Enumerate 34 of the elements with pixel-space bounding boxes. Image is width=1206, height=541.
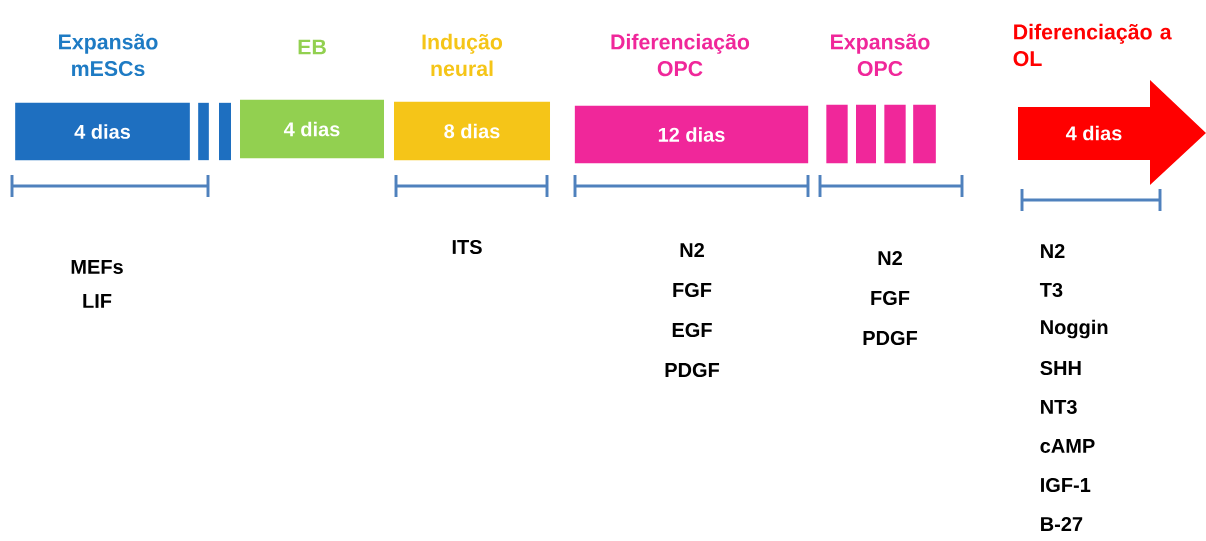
bar [219, 102, 231, 161]
factor-label: LIF [83, 294, 112, 308]
stage-heading: Expansão OPC [831, 33, 930, 77]
stage-heading: Diferenciação OPC [611, 33, 750, 77]
factor-label: Noggin [1041, 319, 1108, 339]
factor-label: EGF [672, 322, 712, 338]
stage-heading: Diferenciação a OL [1013, 23, 1172, 67]
factor-label: T3 [1039, 282, 1063, 298]
factor-label: B-27 [1041, 517, 1083, 531]
timeline-bar: 4 dias [240, 99, 384, 159]
factor-label: N2 [1041, 244, 1065, 258]
factor-label: ITS [452, 239, 482, 255]
factor-label: FGF [673, 282, 712, 298]
factor-label: MEFs [71, 260, 123, 274]
timeline-bar: 12 dias [574, 105, 809, 164]
factor-label: SHH [1040, 360, 1081, 376]
factor-label: PDGF [863, 330, 918, 346]
bar [884, 104, 906, 164]
factor-label: FGF [871, 290, 910, 306]
bar [913, 104, 936, 164]
bar [826, 104, 848, 164]
factor-label: N2 [680, 243, 704, 257]
bar [198, 102, 209, 161]
stage-heading: EB [298, 39, 326, 55]
factor-label: IGF-1 [1041, 477, 1091, 493]
timeline-bar: 8 dias [394, 101, 550, 161]
factor-label: cAMP [1040, 439, 1095, 453]
factor-label: PDGF [665, 362, 720, 378]
factor-label: NT3 [1041, 399, 1077, 415]
stage-heading: Expansão mESCs [59, 33, 158, 77]
timeline-bar: 4 dias [15, 102, 190, 161]
stage-heading: Indução neural [422, 33, 503, 77]
bar [856, 104, 876, 164]
factor-label: N2 [878, 251, 902, 265]
